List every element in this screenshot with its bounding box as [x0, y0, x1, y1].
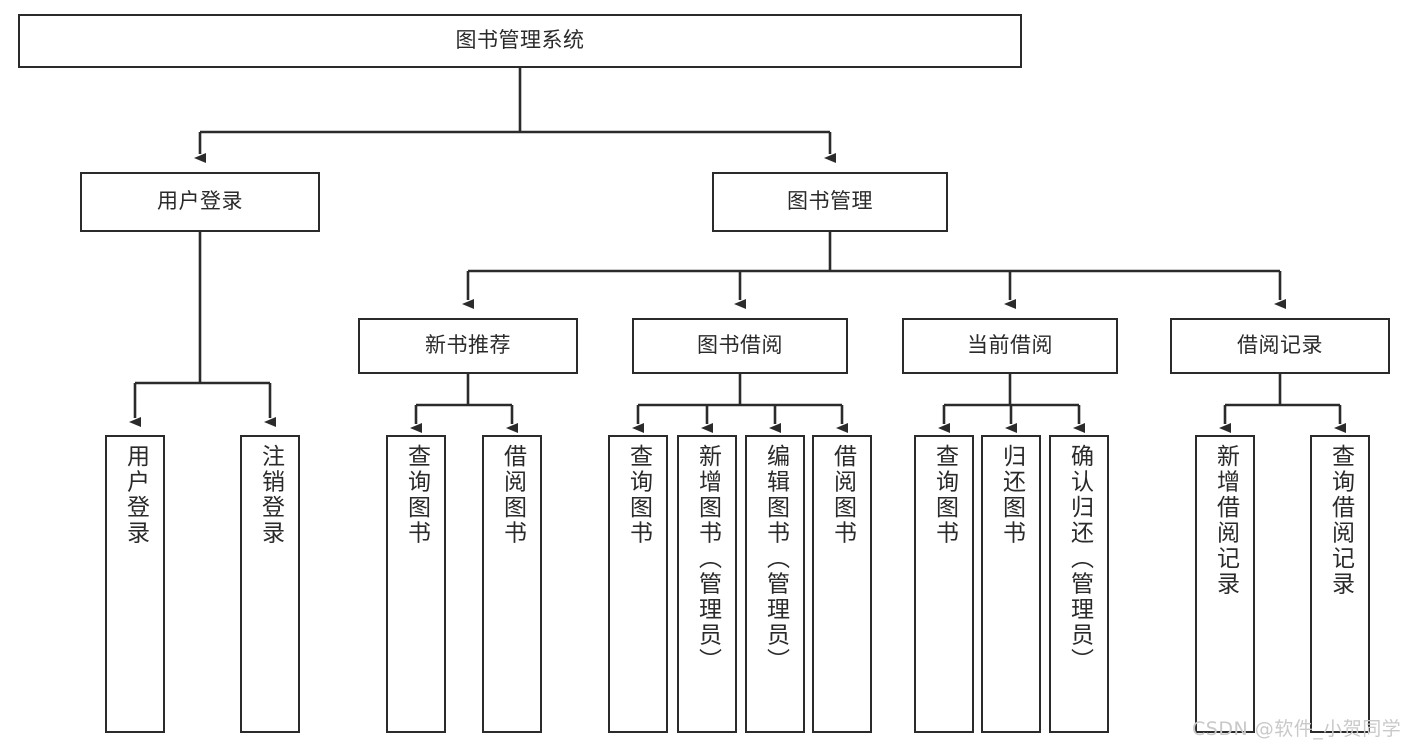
- edges-borrowrecord-to-leaves: [1219, 374, 1346, 433]
- node-label: 查询借阅记录: [1327, 444, 1354, 597]
- node-leaf-query-borrow-record[interactable]: 查询借阅记录: [1310, 435, 1370, 733]
- node-book-borrow[interactable]: 图书借阅: [632, 318, 848, 374]
- edges-bookmanage-to-level3: [462, 232, 1286, 309]
- node-label: 注销登录: [257, 444, 284, 546]
- node-leaf-borrow-book[interactable]: 借阅图书: [812, 435, 872, 733]
- node-label: 用户登录: [122, 444, 149, 546]
- node-leaf-borrow-book-recommend[interactable]: 借阅图书: [482, 435, 542, 733]
- node-label: 借阅图书: [829, 444, 856, 546]
- edges-newbook-to-leaves: [410, 374, 518, 433]
- node-leaf-confirm-return[interactable]: 确认归还（管理员）: [1049, 435, 1109, 733]
- node-label: 借阅图书: [499, 444, 526, 546]
- node-label: 图书管理系统: [455, 28, 585, 53]
- node-leaf-query-book-recommend[interactable]: 查询图书: [386, 435, 446, 733]
- node-new-book-recommend[interactable]: 新书推荐: [358, 318, 578, 374]
- node-label: 编辑图书（管理员）: [762, 444, 789, 674]
- edges-currentborrow-to-leaves: [938, 374, 1085, 433]
- node-book-management-system[interactable]: 图书管理系统: [18, 14, 1022, 68]
- node-label: 归还图书: [998, 444, 1025, 546]
- node-label: 新增借阅记录: [1212, 444, 1239, 597]
- node-borrow-record[interactable]: 借阅记录: [1170, 318, 1390, 374]
- node-leaf-user-logout[interactable]: 注销登录: [240, 435, 300, 733]
- edges-userlogin-to-leaves: [129, 232, 276, 427]
- node-label: 确认归还（管理员）: [1066, 444, 1093, 674]
- node-label: 查询图书: [931, 444, 958, 546]
- node-leaf-query-book-current[interactable]: 查询图书: [914, 435, 974, 733]
- node-leaf-add-book[interactable]: 新增图书（管理员）: [677, 435, 737, 733]
- node-label: 图书管理: [787, 189, 873, 214]
- node-label: 借阅记录: [1237, 333, 1323, 358]
- node-current-borrow[interactable]: 当前借阅: [902, 318, 1118, 374]
- node-label: 查询图书: [403, 444, 430, 546]
- node-leaf-edit-book[interactable]: 编辑图书（管理员）: [745, 435, 805, 733]
- node-leaf-user-login[interactable]: 用户登录: [105, 435, 165, 733]
- node-leaf-query-book-borrow[interactable]: 查询图书: [608, 435, 668, 733]
- node-user-login[interactable]: 用户登录: [80, 172, 320, 232]
- node-label: 新增图书（管理员）: [694, 444, 721, 674]
- node-book-manage[interactable]: 图书管理: [712, 172, 948, 232]
- watermark: CSDN @软件_小贺同学: [1192, 718, 1402, 740]
- node-label: 当前借阅: [967, 333, 1053, 358]
- node-label: 新书推荐: [425, 333, 511, 358]
- node-leaf-add-borrow-record[interactable]: 新增借阅记录: [1195, 435, 1255, 733]
- edges-bookborrow-to-leaves: [632, 374, 848, 433]
- node-leaf-return-book[interactable]: 归还图书: [981, 435, 1041, 733]
- node-label: 查询图书: [625, 444, 652, 546]
- edges-root-to-level2: [194, 68, 836, 163]
- node-label: 图书借阅: [697, 333, 783, 358]
- node-label: 用户登录: [157, 189, 243, 214]
